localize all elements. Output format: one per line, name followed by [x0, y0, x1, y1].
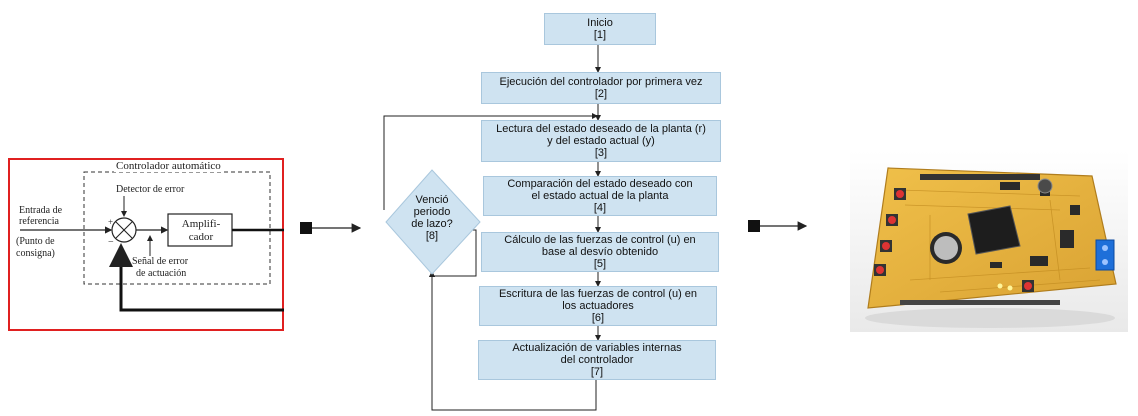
transition-square-1 — [300, 222, 312, 234]
amplifier-label-line2: cador — [188, 231, 214, 243]
control-diagram-frame — [8, 158, 284, 331]
detector-label: Detector de error — [116, 184, 185, 195]
terminal-block — [1095, 239, 1115, 271]
flow-box-first-run: Ejecución del controlador por primera ve… — [481, 72, 721, 104]
mcu-chip — [967, 205, 1021, 255]
input-label-line2: referencia — [19, 216, 59, 227]
amplifier-label-line1: Amplifi- — [181, 218, 221, 230]
pin-header-top — [920, 174, 1040, 180]
setpoint-label-line2: consigna) — [16, 248, 55, 259]
flow-box-read-state: Lectura del estado deseado de la planta … — [481, 120, 721, 162]
flow-box-compute: Cálculo de las fuerzas de control (u) en… — [481, 232, 719, 272]
decision-diamond — [385, 169, 481, 275]
feedback-path — [109, 243, 284, 312]
plus-sign: + — [108, 217, 114, 227]
decision-label: Venció periodo de lazo? [8] — [411, 194, 453, 242]
flow-box-start: Inicio[1] — [544, 13, 656, 45]
error-label-line1: Señal de error — [132, 256, 189, 267]
controller-dashed-box — [83, 171, 271, 285]
transition-square-2 — [748, 220, 760, 232]
loop-yes-path — [383, 113, 598, 210]
setpoint-label-line1: (Punto de — [16, 236, 55, 247]
return-path — [429, 271, 597, 411]
capacitor — [1037, 178, 1053, 194]
flow-box-write: Escritura de las fuerzas de control (u) … — [479, 286, 717, 326]
pin-header-bottom — [900, 300, 1060, 305]
minus-sign: − — [108, 237, 114, 248]
error-label-line2: de actuación — [136, 268, 187, 279]
controller-title: Controlador automático — [114, 160, 223, 172]
amplifier-box — [167, 213, 233, 247]
input-label-line1: Entrada de — [19, 205, 63, 216]
